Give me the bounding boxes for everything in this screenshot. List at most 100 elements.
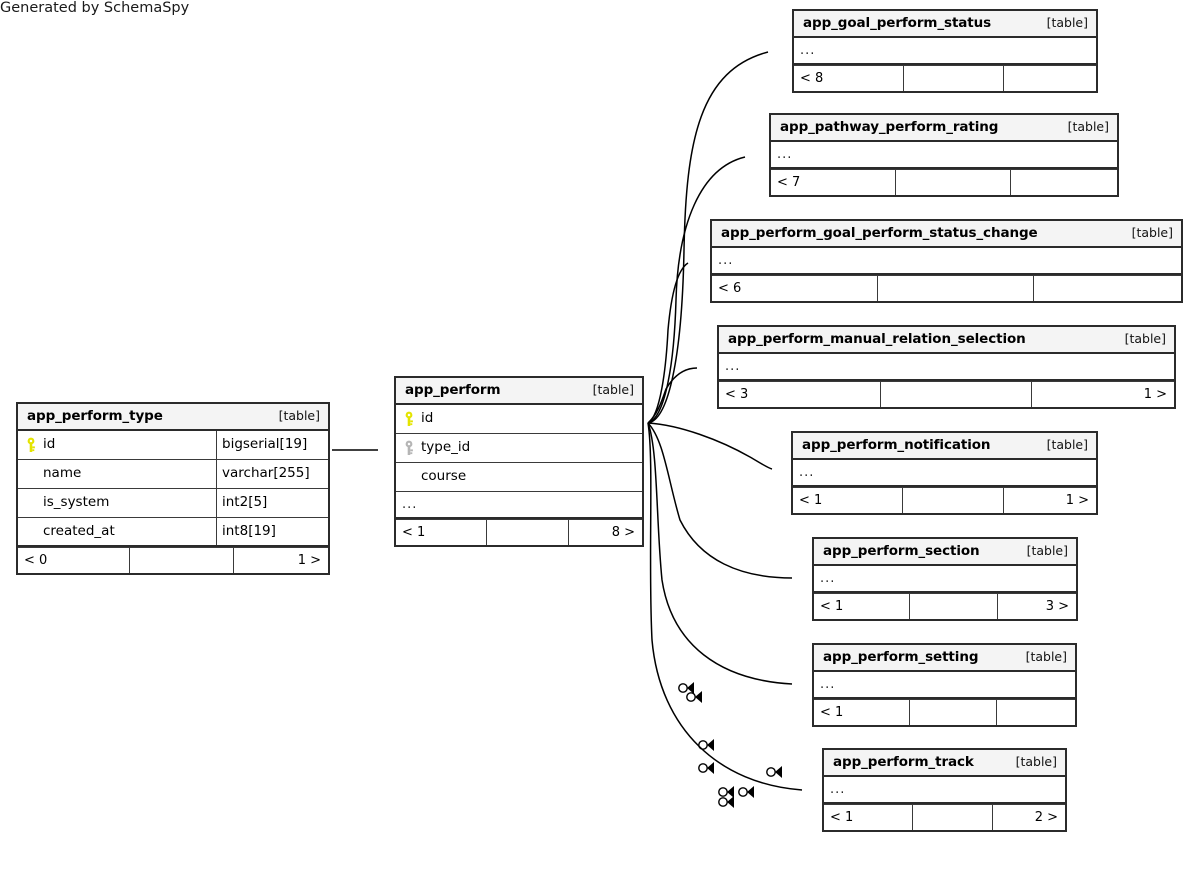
table-footer-row: < 1 2 > (824, 804, 1065, 830)
more-columns-ellipsis: ... (794, 38, 1096, 65)
table-header: app_perform_setting[table] (814, 645, 1075, 672)
column-label: name (43, 465, 82, 482)
table-type-tag: [table] (1067, 119, 1109, 135)
footer-left-count: < 1 (820, 705, 844, 720)
relationship-app_perform-to-app_perform_section (647, 422, 793, 798)
crow-foot-marker (707, 762, 714, 774)
primary-key-icon (402, 411, 416, 427)
table-app_perform_manual_relation_selection[interactable]: app_perform_manual_relation_selection[ta… (717, 325, 1176, 409)
cardinality-zero-marker (698, 740, 708, 750)
table-title: app_perform_track (833, 753, 974, 770)
more-columns-ellipsis: ... (814, 672, 1075, 699)
relationship-line (647, 422, 803, 791)
footer-left-count: < 7 (777, 175, 801, 190)
more-columns-ellipsis: ... (814, 566, 1076, 593)
table-title: app_goal_perform_status (803, 14, 992, 31)
table-type-tag: [table] (1131, 225, 1173, 241)
relationship-app_perform-to-app_perform_goal_perform_status_change (647, 262, 694, 694)
table-header: app_perform_manual_relation_selection[ta… (719, 327, 1174, 354)
column-label: id (421, 410, 434, 427)
crow-foot-marker (707, 739, 714, 751)
column-label: id (43, 436, 56, 453)
footer-left-count: < 0 (24, 553, 48, 568)
table-app_pathway_perform_rating[interactable]: app_pathway_perform_rating [table]... < 7 (769, 113, 1119, 197)
footer-middle-count (879, 382, 1031, 407)
table-type-tag: [table] (1046, 15, 1088, 31)
crow-foot-marker (775, 766, 782, 778)
table-header: app_goal_perform_status [table] (794, 11, 1096, 38)
footer-middle-count (902, 66, 1004, 91)
footer-left-count: < 1 (799, 493, 823, 508)
relationship-app_perform-to-app_perform_manual_relation_selection (647, 367, 702, 703)
footer-right-count: 1 > (1030, 382, 1174, 407)
primary-key-icon (24, 437, 38, 453)
column-name-cell: is_system (18, 489, 216, 517)
column-name-cell: type_id (396, 434, 642, 462)
column-name-cell: name (18, 460, 216, 488)
crow-foot-marker (687, 682, 694, 694)
table-app_goal_perform_status[interactable]: app_goal_perform_status [table]...< 8 (792, 9, 1098, 93)
footer-middle-count (129, 548, 232, 573)
table-header: app_perform_notification[table] (793, 433, 1096, 460)
table-column-row[interactable]: type_id (396, 434, 642, 463)
column-name-cell: created_at (18, 518, 216, 545)
column-type-cell: varchar[255] (216, 460, 328, 488)
table-footer-row: < 8 (794, 65, 1096, 91)
relationship-app_perform-to-app_goal_perform_status (647, 51, 769, 774)
table-header: app_perform_type [table] (18, 404, 328, 431)
footer-left-count: < 1 (820, 599, 844, 614)
cardinality-zero-marker (698, 763, 708, 773)
footer-middle-count (911, 805, 993, 830)
column-type-cell: int8[19] (216, 518, 328, 545)
footer-middle-count (908, 700, 996, 725)
footer-right-count (1003, 66, 1096, 91)
footer-right-count (1009, 170, 1117, 195)
column-name-cell: id (396, 405, 642, 433)
table-type-tag: [table] (278, 408, 320, 424)
more-columns-ellipsis: ... (396, 492, 642, 519)
relationship-app_perform-to-app_perform_setting (647, 422, 793, 798)
crow-foot-marker (747, 786, 754, 798)
relationship-line (647, 422, 773, 470)
table-title: app_perform_goal_perform_status_change (721, 224, 1038, 241)
relationship-line (647, 262, 689, 424)
more-columns-ellipsis: ... (771, 142, 1117, 169)
table-app_perform_goal_perform_status_change[interactable]: app_perform_goal_perform_status_change [t… (710, 219, 1183, 303)
table-footer-row: < 6 (712, 275, 1181, 301)
crow-foot-marker (695, 691, 702, 703)
table-column-row[interactable]: name varchar[255] (18, 460, 328, 489)
more-columns-ellipsis: ... (712, 248, 1181, 275)
table-title: app_perform_type (27, 407, 163, 424)
more-columns-ellipsis: ... (793, 460, 1096, 487)
table-header: app_perform_track[table] (824, 750, 1065, 777)
column-name-cell: course (396, 463, 642, 491)
table-header: app_pathway_perform_rating [table] (771, 115, 1117, 142)
footer-left-count: < 6 (718, 281, 742, 296)
generated-by-note: Generated by SchemaSpy (0, 0, 190, 16)
cardinality-zero-marker (718, 787, 728, 797)
table-column-row[interactable]: course (396, 463, 642, 492)
table-type-tag: [table] (1046, 437, 1088, 453)
footer-right-count: 3 > (996, 594, 1076, 619)
cardinality-zero-marker (718, 797, 728, 807)
footer-left-count: < 1 (830, 810, 854, 825)
footer-right-count: 2 > (992, 805, 1065, 830)
cardinality-zero-marker (678, 683, 688, 693)
cardinality-zero-marker (686, 692, 696, 702)
table-header: app_perform_goal_perform_status_change [t… (712, 221, 1181, 248)
table-column-row[interactable]: id (396, 405, 642, 434)
table-title: app_perform_manual_relation_selection (728, 330, 1026, 347)
table-title: app_pathway_perform_rating (780, 118, 999, 135)
relationship-line (647, 422, 793, 579)
table-app_perform_setting[interactable]: app_perform_setting[table]... < 1 (812, 643, 1077, 727)
